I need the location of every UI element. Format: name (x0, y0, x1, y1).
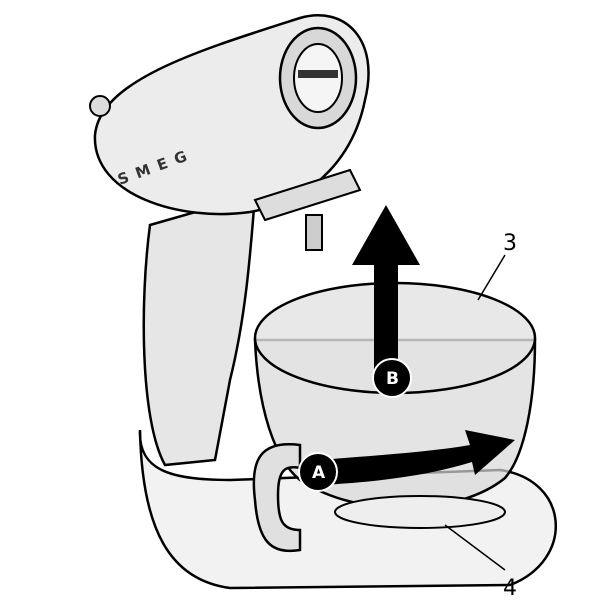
callout-line-4 (444, 524, 506, 571)
step-b-label: B (386, 369, 399, 389)
bowl-ring (334, 495, 506, 529)
rotate-arrow (320, 430, 515, 485)
step-a-label: A (312, 463, 326, 483)
speed-dial-indicator (298, 70, 338, 78)
attachment-hub (253, 168, 362, 222)
callout-label-4: 4 (503, 576, 517, 600)
callout-label-3: 3 (503, 231, 517, 256)
step-b-badge (372, 358, 412, 398)
beater-shaft (305, 214, 323, 251)
callout-line-3 (477, 254, 506, 301)
lift-arrow (352, 205, 420, 385)
step-a-badge (298, 452, 338, 492)
tilt-knob (89, 95, 111, 117)
bowl-handle (252, 443, 302, 553)
mixer-column (142, 193, 257, 467)
